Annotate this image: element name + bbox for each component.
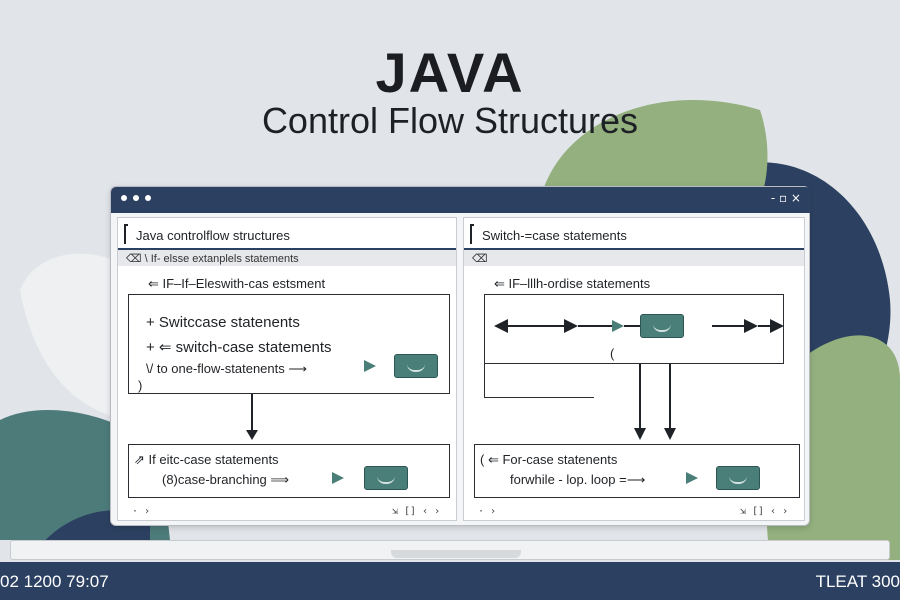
arrow-left-icon bbox=[494, 319, 508, 333]
window-dot-icon[interactable] bbox=[121, 195, 127, 201]
flow-arrows bbox=[494, 319, 784, 333]
arrow-right-icon bbox=[770, 319, 784, 333]
right-panel-header: Switch-=case statements bbox=[464, 218, 804, 250]
page-title: JAVA bbox=[375, 41, 525, 104]
triangle-play-icon bbox=[612, 320, 624, 332]
triangle-play-icon bbox=[364, 360, 376, 372]
flow-node-icon[interactable] bbox=[394, 354, 438, 378]
flow-node-icon[interactable] bbox=[640, 314, 684, 338]
left-row-4-close: ) bbox=[138, 378, 143, 393]
window-dots bbox=[121, 195, 151, 201]
page-subtitle: Control Flow Structures bbox=[261, 100, 639, 141]
left-row-6[interactable]: (8)case-branching ⟹ bbox=[162, 472, 290, 487]
left-row-1[interactable]: ⇐ IF–If–Eleswith-cas estsment bbox=[148, 276, 326, 291]
left-panel-subheader: ⌫ \ If- elsse extanplels statements bbox=[118, 250, 456, 266]
left-row-5[interactable]: ⇗ If eitc-case statements bbox=[134, 452, 279, 467]
arrow-down-icon bbox=[664, 428, 676, 440]
bracket-icon bbox=[470, 224, 474, 244]
window-dot-icon[interactable] bbox=[133, 195, 139, 201]
bottom-left-text: 02 1200 79:07 bbox=[0, 572, 109, 591]
left-lower-box bbox=[128, 444, 450, 498]
left-row-3[interactable]: + ⇐ switch-case statements bbox=[146, 339, 332, 356]
left-footer-left[interactable]: · › bbox=[132, 506, 151, 517]
bottom-right-text: TLEAT 300 bbox=[815, 572, 900, 591]
arrow-down-pair bbox=[634, 364, 676, 440]
right-row-misc: ( bbox=[610, 346, 615, 361]
right-footer-left[interactable]: · › bbox=[478, 506, 497, 517]
right-row-1[interactable]: ⇐ IF–lllh-ordise statements bbox=[494, 276, 651, 291]
laptop-notch bbox=[391, 550, 521, 558]
bracket-icon bbox=[124, 224, 128, 244]
flow-node-icon[interactable] bbox=[364, 466, 408, 490]
left-upper-box bbox=[128, 294, 450, 394]
flow-node-icon[interactable] bbox=[716, 466, 760, 490]
window-dot-icon[interactable] bbox=[145, 195, 151, 201]
right-lower-box bbox=[474, 444, 800, 498]
bottom-bar: 02 1200 79:07 TLEAT 300 bbox=[0, 562, 900, 600]
left-panel-header: Java controlflow structures bbox=[118, 218, 456, 250]
arrow-down-icon bbox=[634, 428, 646, 440]
triangle-play-icon bbox=[332, 472, 344, 484]
left-footer-right[interactable]: ⇲ [] ‹ › bbox=[392, 506, 441, 517]
window-titlebar: - ▫ × bbox=[111, 187, 811, 213]
laptop-base bbox=[10, 540, 890, 560]
right-panel-subheader: ⌫ bbox=[464, 250, 804, 266]
right-footer-right[interactable]: ⇲ [] ‹ › bbox=[740, 506, 789, 517]
right-row-3[interactable]: forwhile - lop. loop =⟶ bbox=[510, 472, 646, 487]
left-row-2[interactable]: + Switccase statenents bbox=[146, 314, 300, 331]
window-controls[interactable]: - ▫ × bbox=[770, 191, 801, 205]
left-row-4[interactable]: \/ to one-flow-statenents ⟶ bbox=[146, 361, 307, 376]
right-code-panel: Switch-=case statements ⌫ ⇐ IF–lllh-ordi… bbox=[463, 217, 805, 521]
arrow-right-icon bbox=[744, 319, 758, 333]
right-upper-box bbox=[484, 294, 784, 364]
right-panel-title: Switch-=case statements bbox=[482, 228, 627, 243]
right-row-2[interactable]: ( ⇐ For-case statenents bbox=[480, 452, 618, 467]
left-code-panel: Java controlflow structures ⌫ \ If- elss… bbox=[117, 217, 457, 521]
left-panel-title: Java controlflow structures bbox=[136, 228, 290, 243]
arrow-down-icon bbox=[246, 394, 258, 440]
triangle-play-icon bbox=[686, 472, 698, 484]
arrow-right-icon bbox=[564, 319, 578, 333]
right-side-box bbox=[484, 364, 594, 398]
laptop-screen: - ▫ × Java controlflow structures ⌫ \ If… bbox=[110, 186, 811, 526]
